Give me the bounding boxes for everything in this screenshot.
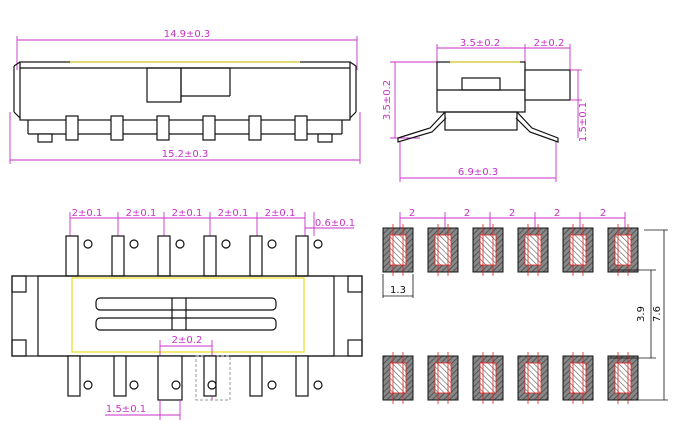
pin	[294, 115, 308, 141]
pad-pitch-label: 2	[509, 208, 515, 219]
pin	[113, 355, 127, 397]
front-top-pins	[65, 235, 323, 277]
footprint-pad	[472, 352, 504, 404]
bottom-width-label: 1.5±0.1	[106, 404, 146, 415]
front-view: 2±0.1 2±0.1 2±0.1 2±0.1 2±0.1 0.6±0.1	[11, 208, 363, 420]
pin	[65, 235, 79, 277]
pin-width-label: 0.6±0.1	[315, 218, 355, 229]
overall-width-label: 14.9±0.3	[164, 29, 211, 40]
pin	[111, 235, 125, 277]
body-width-label: 3.5±0.2	[460, 38, 500, 49]
pin	[202, 115, 216, 141]
pin	[249, 235, 263, 277]
footprint-pad	[427, 224, 459, 276]
pad-pitch-label: 2	[600, 208, 606, 219]
foot-span-label: 6.9±0.3	[458, 167, 498, 178]
slide-travel-label: 2±0.2	[172, 335, 203, 346]
footprint-pad	[517, 224, 549, 276]
pitch-label: 2±0.1	[172, 208, 203, 219]
pin	[67, 355, 81, 397]
pad-pitch-label: 2	[464, 208, 470, 219]
side-body	[436, 61, 526, 113]
footprint-pad	[382, 352, 414, 404]
pin	[110, 115, 124, 141]
pin	[157, 355, 183, 401]
footprint-pad	[427, 352, 459, 404]
top-view: 14.9±0.3	[9, 29, 361, 164]
actuator-length-label: 2±0.2	[534, 38, 565, 49]
pitch-label: 2±0.1	[72, 208, 103, 219]
footprint-pads	[382, 224, 639, 404]
row-gap-label: 3.9	[636, 306, 647, 322]
side-actuator	[524, 69, 571, 101]
pin	[203, 235, 217, 277]
pin	[65, 115, 79, 141]
pad-width-label: 1.3	[390, 285, 406, 296]
base-width-label: 15.2±0.3	[162, 149, 209, 160]
footprint-pad	[382, 224, 414, 276]
pitch-label: 2±0.1	[126, 208, 157, 219]
top-body	[19, 61, 351, 121]
pin	[295, 235, 309, 277]
actuator-height-label: 1.5±0.1	[578, 102, 589, 142]
pitch-label: 2±0.1	[218, 208, 249, 219]
pad-pitch-label: 2	[554, 208, 560, 219]
pin	[157, 235, 171, 277]
row-span-label: 7.6	[652, 306, 663, 322]
pin	[295, 355, 309, 397]
highlight-outline	[71, 277, 305, 353]
pad-pitch-label: 2	[409, 208, 415, 219]
height-label: 3.5±0.2	[382, 80, 393, 120]
footprint-pad	[607, 352, 639, 404]
footprint-pad	[562, 224, 594, 276]
footprint-pad	[607, 224, 639, 276]
footprint-pad	[562, 352, 594, 404]
pin	[248, 115, 262, 141]
footprint-pad	[472, 224, 504, 276]
pin	[156, 115, 170, 141]
pin	[203, 355, 217, 397]
actuator-knob	[146, 67, 182, 103]
top-pins	[37, 115, 333, 143]
pin	[249, 355, 263, 397]
side-view: 3.5±0.2 2±0.2 3.5±0.2 1.5±0.1 6.9±0.3	[382, 38, 589, 182]
footprint-pad	[517, 352, 549, 404]
pitch-label: 2±0.1	[265, 208, 296, 219]
front-bottom-pins	[67, 355, 323, 401]
footprint-view: 2 2 2 2 2 1.3 3.9 7.6	[382, 208, 668, 404]
